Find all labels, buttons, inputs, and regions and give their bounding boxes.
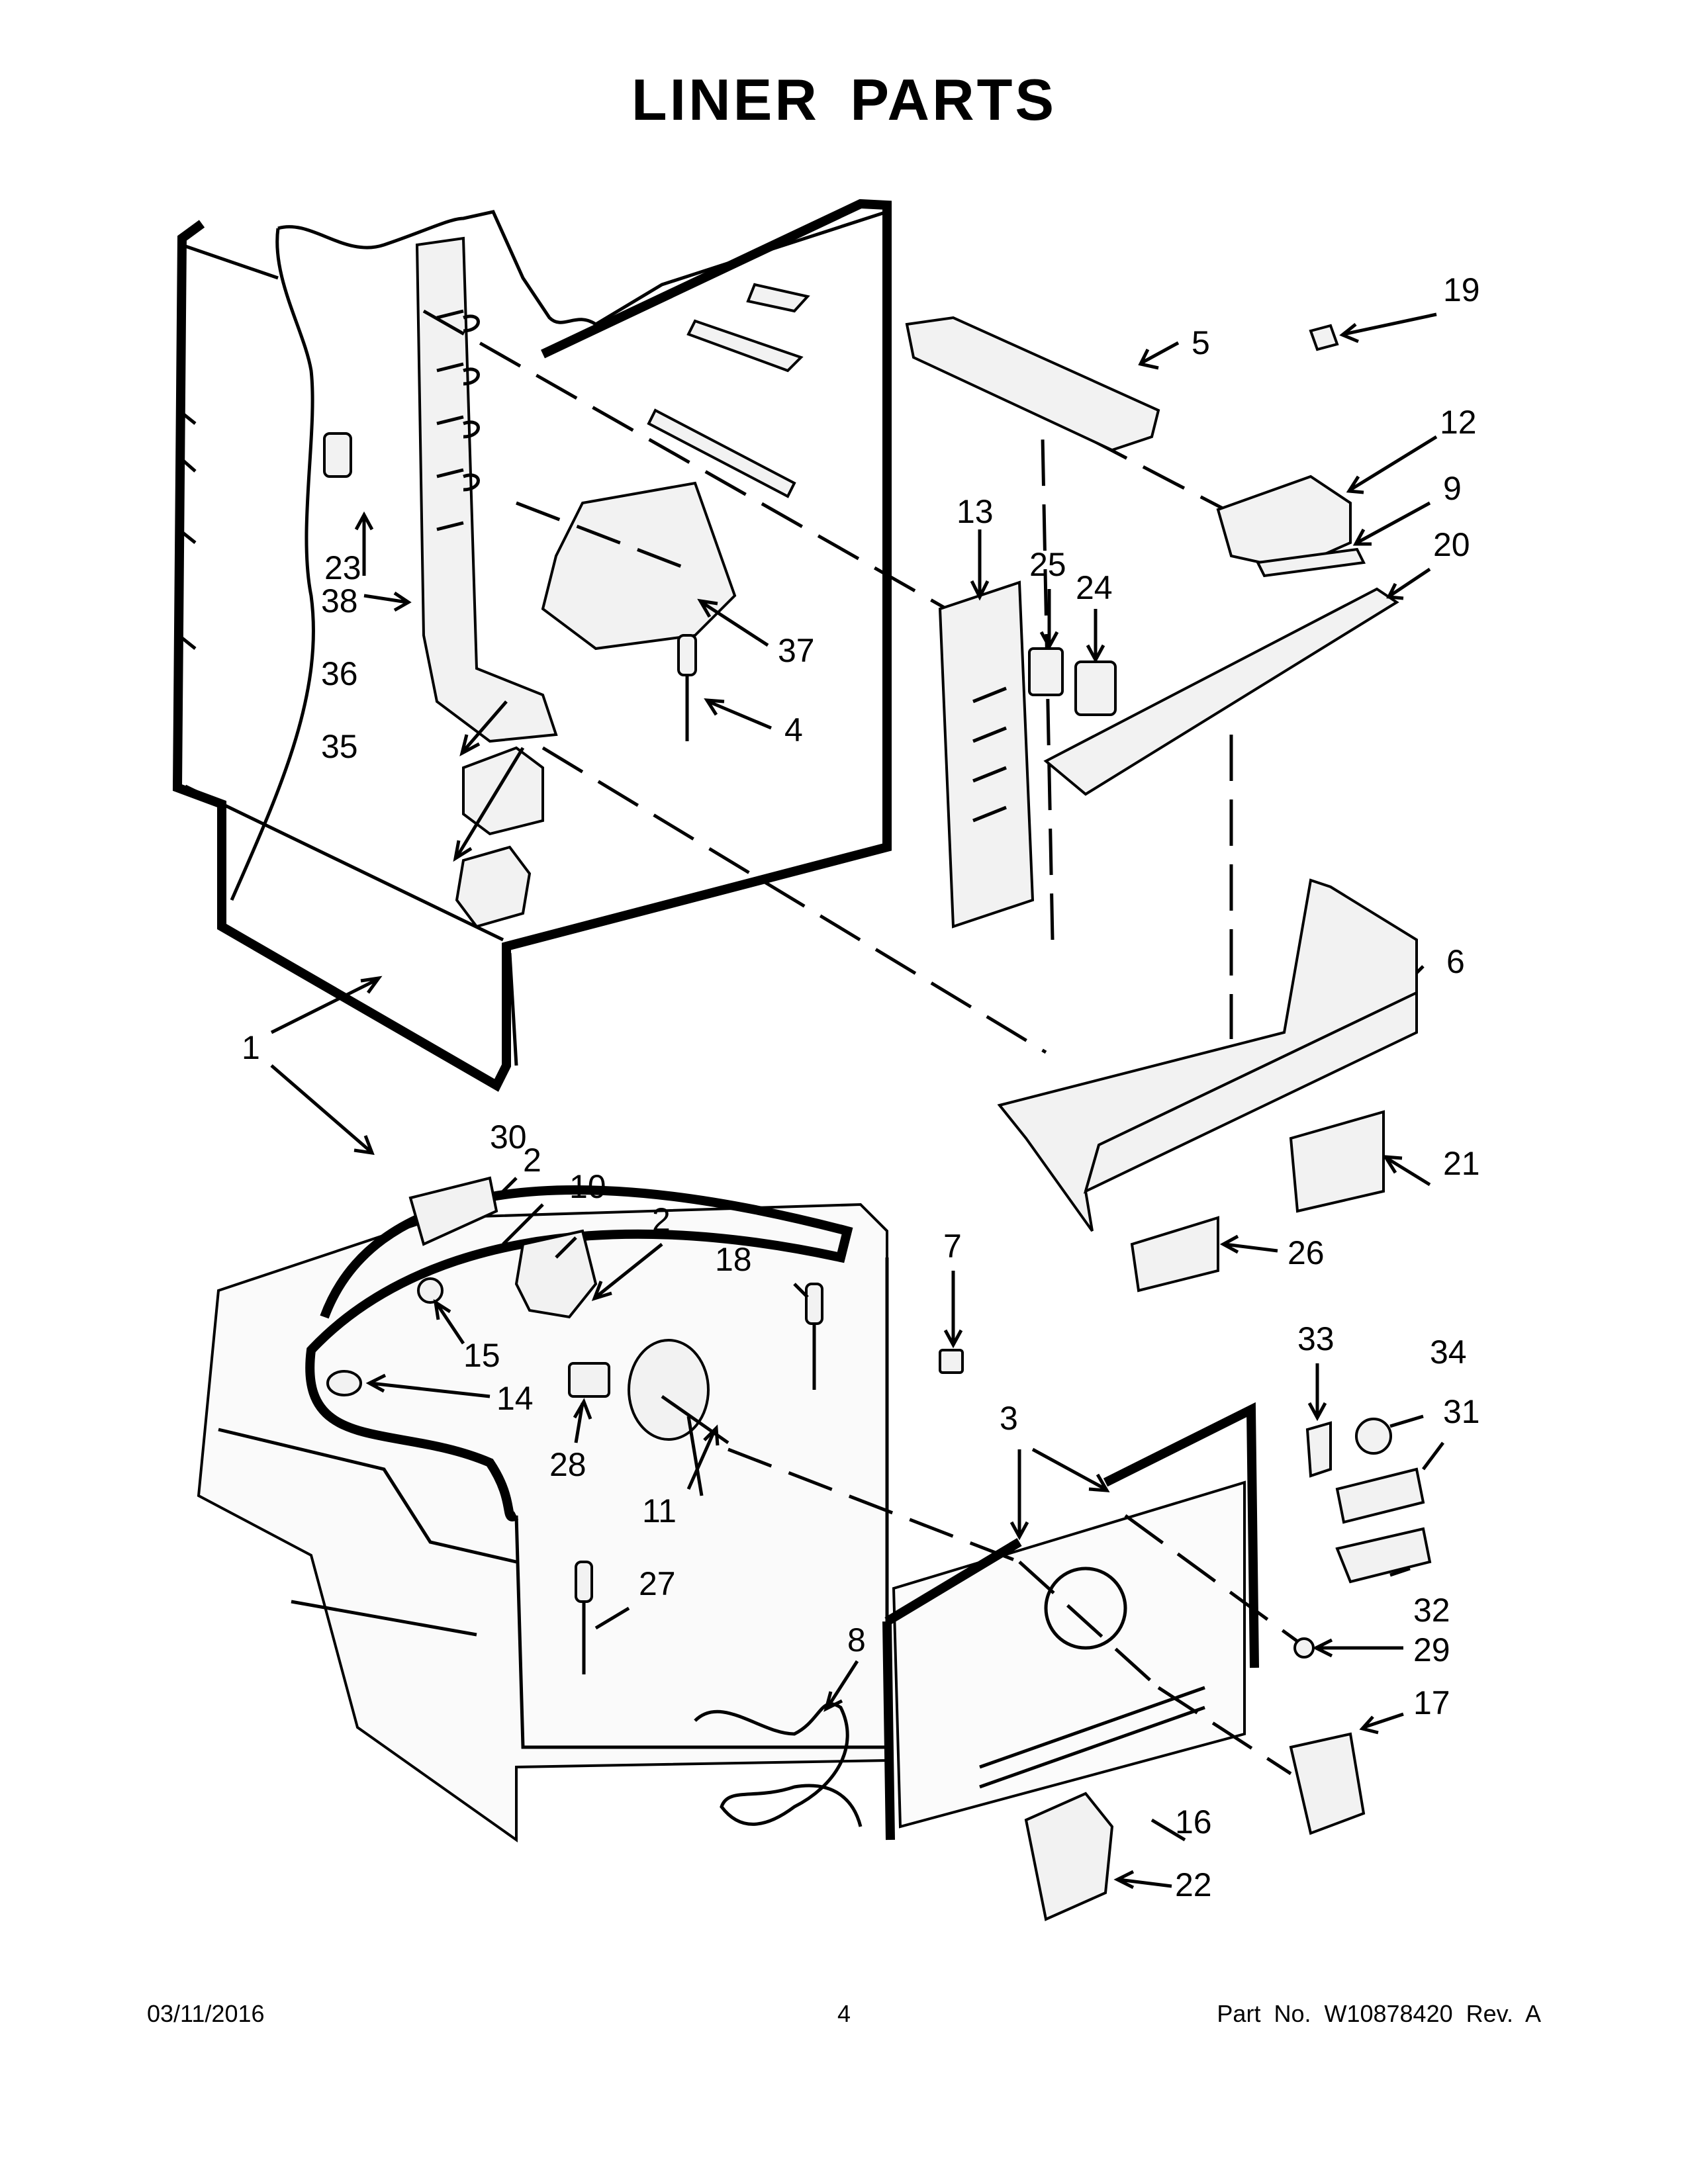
part-22-cover: [1024, 1792, 1114, 1921]
callout-19: 19: [1443, 271, 1480, 308]
callout-8: 8: [847, 1621, 866, 1659]
part-20-panel: [1043, 587, 1399, 796]
part-23-bracket: [323, 432, 352, 478]
callout-22: 22: [1175, 1866, 1212, 1903]
part-8-wire-harness: [694, 1702, 863, 1827]
callout-7: 7: [943, 1228, 962, 1265]
part-21-panel: [1289, 1110, 1385, 1213]
leader-arrows: [270, 312, 1444, 1889]
callout-26: 26: [1288, 1234, 1325, 1271]
part-19-clip: [1309, 324, 1339, 351]
part-33-socket: [1305, 1421, 1332, 1478]
callout-labels: 1 2 2 3 3 4 5 6 7 8 9 10 11 12 13 14 15 …: [242, 271, 1480, 1903]
part-5-bracket: [905, 316, 1160, 452]
callout-27: 27: [639, 1565, 676, 1602]
callout-35: 35: [321, 728, 358, 765]
callout-36: 36: [321, 655, 358, 692]
callout-13: 13: [957, 493, 994, 530]
callout-4: 4: [784, 711, 803, 749]
callout-33: 33: [1297, 1320, 1335, 1357]
callout-23: 23: [324, 549, 361, 586]
part-14-grommet: [326, 1370, 362, 1396]
part-3-gasket: [882, 1402, 1259, 1841]
callout-32: 32: [1413, 1592, 1450, 1629]
page-title: LINER PARTS: [631, 67, 1057, 132]
callout-30: 30: [490, 1118, 527, 1156]
callout-6: 6: [1446, 943, 1465, 980]
part-35-motor: [455, 845, 532, 929]
callout-34: 34: [1430, 1334, 1467, 1371]
part-28-component: [568, 1362, 610, 1398]
callout-21: 21: [1443, 1145, 1480, 1182]
callout-5: 5: [1192, 324, 1210, 361]
footer-date: 03/11/2016: [147, 2000, 265, 2027]
callout-28: 28: [549, 1446, 586, 1483]
part-9-cover: [1255, 547, 1366, 578]
air-duct-assembly: [415, 236, 558, 743]
part-32-lens: [1335, 1527, 1432, 1584]
freezer-liner: [197, 1185, 889, 1843]
callout-2: 2: [523, 1142, 541, 1179]
callout-3: 3: [1000, 1400, 1018, 1437]
callout-25: 25: [1029, 546, 1066, 583]
part-15-screw: [417, 1277, 444, 1304]
part-18-sensor: [805, 1283, 823, 1390]
footer-page-number: 4: [837, 2000, 851, 2027]
part-31-bracket: [1335, 1467, 1425, 1524]
callout-12: 12: [1440, 404, 1477, 441]
part-34-bulb: [1355, 1418, 1392, 1455]
callout-31: 31: [1443, 1393, 1480, 1430]
callout-29: 29: [1413, 1631, 1450, 1668]
part-25-filter: [1028, 647, 1064, 696]
part-26-cover: [1130, 1216, 1219, 1293]
part-17-housing: [1289, 1732, 1366, 1835]
callout-2: 2: [652, 1201, 671, 1238]
part-7-clip: [939, 1349, 964, 1374]
callout-37: 37: [778, 632, 815, 669]
part-30-bracket: [408, 1176, 498, 1246]
refrigerator-liner: [172, 199, 892, 1092]
part-24-cover: [1074, 660, 1117, 716]
part-37-housing: [541, 481, 737, 651]
part-11-fan-blade: [628, 1339, 710, 1441]
part-4-sensor: [677, 634, 697, 741]
callout-9: 9: [1443, 470, 1462, 507]
callout-14: 14: [496, 1380, 534, 1417]
footer-part-number: Part No. W10878420 Rev. A: [1217, 2000, 1541, 2027]
callout-20: 20: [1433, 526, 1470, 563]
callout-11: 11: [642, 1492, 677, 1529]
callout-1: 1: [242, 1029, 260, 1066]
part-29-screw: [1293, 1637, 1315, 1659]
callout-18: 18: [715, 1241, 752, 1278]
part-12-housing: [1216, 475, 1352, 571]
callout-24: 24: [1076, 569, 1113, 606]
part-36-component: [462, 746, 544, 836]
callout-17: 17: [1413, 1684, 1450, 1721]
part-13-control-housing: [938, 580, 1035, 929]
callout-15: 15: [463, 1337, 500, 1374]
part-27-sensor: [575, 1561, 593, 1674]
callout-38: 38: [321, 582, 358, 619]
callout-16: 16: [1175, 1803, 1212, 1841]
callout-10: 10: [569, 1168, 606, 1205]
part-10-motor: [514, 1229, 598, 1319]
